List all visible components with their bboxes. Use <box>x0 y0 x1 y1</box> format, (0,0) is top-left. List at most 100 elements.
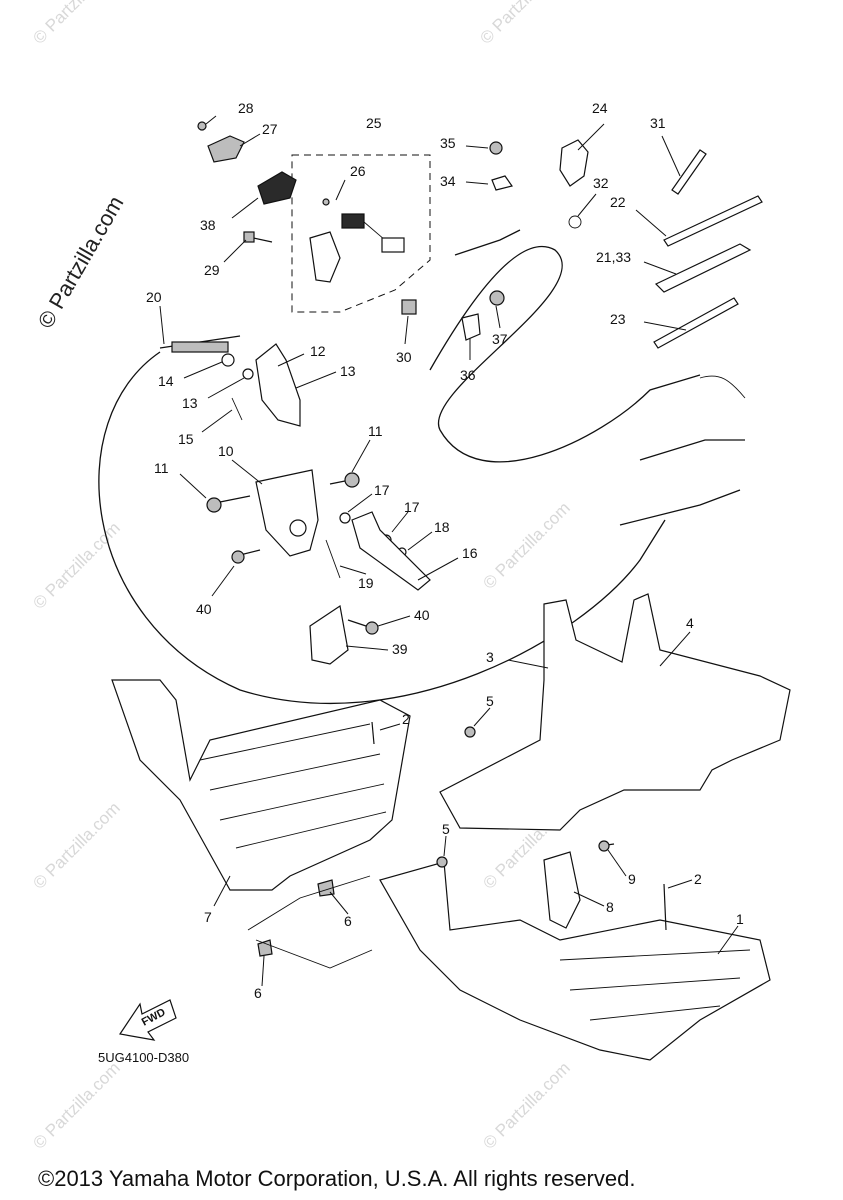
lever-12 <box>255 343 301 427</box>
screw-26 <box>322 198 330 206</box>
fwd-arrow-icon: FWD <box>118 999 177 1041</box>
callout-30: 30 <box>396 349 412 365</box>
callout-1: 1 <box>736 911 744 927</box>
cover-38 <box>257 171 297 205</box>
brand-watermark: © Partzilla.com <box>33 192 129 333</box>
switch-26 <box>341 213 365 229</box>
bolt-40a-head <box>231 550 245 564</box>
bolt-9-head <box>598 840 610 852</box>
bracket-8 <box>543 851 581 929</box>
watermark: © Partzilla.com <box>29 518 123 612</box>
rivet-2b <box>663 883 667 931</box>
callout-13b: 13 <box>182 395 198 411</box>
cable-ties <box>653 149 763 349</box>
lever-housing <box>309 231 341 283</box>
holder-24 <box>559 139 589 187</box>
callout-21-33: 21,33 <box>596 249 631 265</box>
cable-end-a <box>639 439 745 461</box>
switch-wire <box>363 221 386 241</box>
callout-24: 24 <box>592 100 608 116</box>
callout-15: 15 <box>178 431 194 447</box>
rod-16 <box>351 511 431 591</box>
washer-14 <box>221 353 235 367</box>
callout-37: 37 <box>492 331 508 347</box>
callout-10: 10 <box>218 443 234 459</box>
cap-27 <box>207 135 245 163</box>
footrest-7-grid <box>199 723 387 849</box>
watermark: © Partzilla.com <box>479 1058 573 1152</box>
spring-boot-20 <box>171 341 229 353</box>
callout-13a: 13 <box>340 363 356 379</box>
callout-19: 19 <box>358 575 374 591</box>
callout-labels: 28 27 25 26 38 29 24 31 35 34 32 22 21,3… <box>146 100 744 1001</box>
callout-11b: 11 <box>154 460 169 476</box>
washer-13a <box>242 368 254 380</box>
callout-2b: 2 <box>694 871 702 887</box>
callout-17a: 17 <box>374 482 390 498</box>
spring-15 <box>231 397 243 421</box>
callout-39: 39 <box>392 641 408 657</box>
upper-parts <box>197 121 589 341</box>
clamp-34 <box>491 175 513 191</box>
tie-22 <box>663 195 763 247</box>
callout-5b: 5 <box>442 821 450 837</box>
bracket-10 <box>255 469 319 557</box>
cable-top-run <box>454 229 521 256</box>
footrest-1-grid <box>559 949 751 1021</box>
tie-23 <box>653 297 739 349</box>
bolt-11b-head <box>344 472 360 488</box>
callout-9: 9 <box>628 871 636 887</box>
cover-3-4 <box>439 593 791 831</box>
callout-25: 25 <box>366 115 382 131</box>
callout-6a: 6 <box>344 913 352 929</box>
watermark: © Partzilla.com <box>29 1058 123 1152</box>
callout-7: 7 <box>204 909 212 925</box>
callout-32: 32 <box>593 175 609 191</box>
clip-32 <box>568 215 582 229</box>
callout-14: 14 <box>158 373 174 389</box>
cable-end-36 <box>461 313 481 341</box>
callout-31: 31 <box>650 115 666 131</box>
callout-16: 16 <box>462 545 478 561</box>
callout-6b: 6 <box>254 985 262 1001</box>
callout-26: 26 <box>350 163 366 179</box>
connector-26 <box>381 237 405 253</box>
bolt-11a-head <box>206 497 222 513</box>
cable-end-b <box>619 489 741 526</box>
callout-18: 18 <box>434 519 450 535</box>
watermark: © Partzilla.com <box>479 498 573 592</box>
watermark: © Partzilla.com <box>29 0 123 48</box>
callout-36: 36 <box>460 367 476 383</box>
throttle-cable-loop <box>429 245 701 463</box>
nut-6b <box>257 939 273 957</box>
footrest-assembly <box>111 593 791 1061</box>
stay-39 <box>309 604 349 665</box>
screw-5a <box>464 726 476 738</box>
screw-5b <box>436 856 448 868</box>
nut-37 <box>489 290 505 306</box>
callout-3: 3 <box>486 649 494 665</box>
callout-20: 20 <box>146 289 162 305</box>
callout-4: 4 <box>686 615 694 631</box>
callout-27: 27 <box>262 121 278 137</box>
callout-17b: 17 <box>404 499 420 515</box>
callout-38: 38 <box>200 217 216 233</box>
cable-end-c <box>699 375 746 399</box>
reference-lines <box>247 875 373 969</box>
rivet-2a <box>371 721 375 745</box>
spring-19 <box>325 539 341 579</box>
callout-40a: 40 <box>196 601 212 617</box>
callout-22: 22 <box>610 194 626 210</box>
diagram-code: 5UG4100-D380 <box>98 1050 189 1065</box>
callout-23: 23 <box>610 311 626 327</box>
adjuster-30 <box>401 299 417 315</box>
bolt-head-29 <box>243 231 255 243</box>
callout-2a: 2 <box>402 711 410 727</box>
callout-8: 8 <box>606 899 614 915</box>
leader-lines <box>159 115 739 987</box>
assembly-box-25 <box>291 154 431 313</box>
footrest-7 <box>111 679 411 891</box>
tie-21-33 <box>654 243 752 293</box>
watermark: © Partzilla.com <box>476 0 570 48</box>
